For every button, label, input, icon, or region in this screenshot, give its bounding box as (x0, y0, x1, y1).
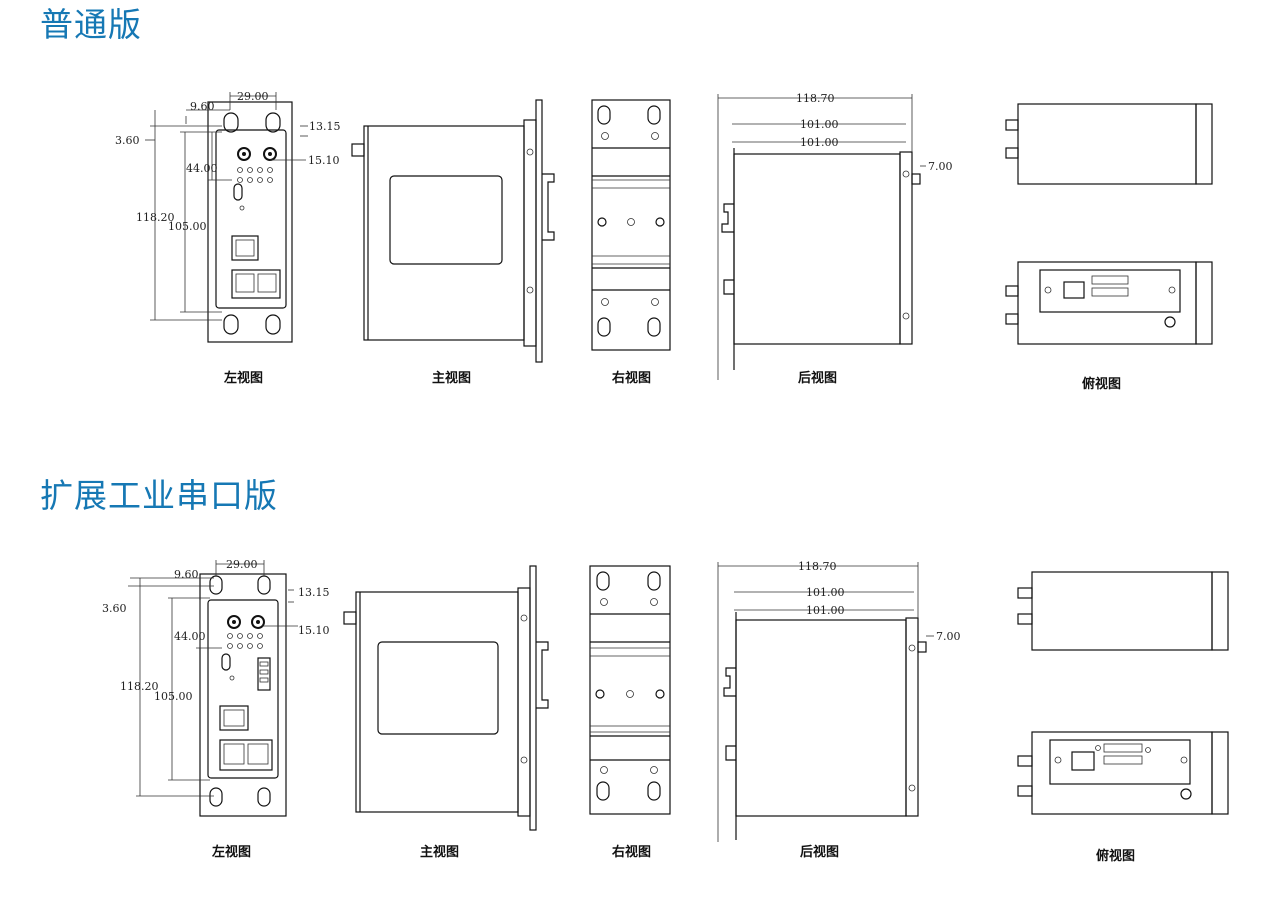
front-view: 主视图 (351, 99, 555, 386)
dim-101-b: 101.00 (800, 136, 839, 149)
dim-29: 29.00 (226, 558, 258, 571)
dim-15-10: 15.10 (308, 154, 340, 167)
dim-44: 44.00 (186, 162, 218, 175)
back-view: 118.70 101.00 101.00 7.00 后视图 (717, 92, 953, 386)
drawing-set-standard: 29.00 9.60 3.60 13.15 15.10 44.00 118.20… (0, 80, 1284, 440)
dim-9-60: 9.60 (190, 100, 215, 113)
dim-13-15: 13.15 (298, 586, 330, 599)
caption-back-view: 后视图 (800, 844, 839, 860)
right-view: 右视图 (591, 99, 671, 386)
dim-105: 105.00 (154, 690, 193, 703)
top-view: 俯视图 (1005, 103, 1213, 392)
dim-118-70: 118.70 (798, 560, 837, 573)
caption-top-view: 俯视图 (1096, 848, 1135, 864)
dim-3-60: 3.60 (115, 134, 140, 147)
left-view: 29.00 9.60 3.60 13.15 15.10 44.00 118.20… (115, 90, 341, 386)
dim-118-20: 118.20 (136, 211, 175, 224)
dim-118-20: 118.20 (120, 680, 159, 693)
caption-left-view: 左视图 (224, 370, 263, 386)
dim-101-b: 101.00 (806, 604, 845, 617)
front-view: 主视图 (343, 565, 549, 860)
back-view: 118.70 101.00 101.00 7.00 后视图 (717, 560, 961, 860)
caption-right-view: 右视图 (611, 844, 651, 860)
dim-101-a: 101.00 (800, 118, 839, 131)
section-title-standard: 普通版 (40, 5, 142, 44)
caption-back-view: 后视图 (798, 370, 837, 386)
section-title-serial: 扩展工业串口版 (40, 476, 278, 515)
dim-13-15: 13.15 (309, 120, 341, 133)
dim-3-60: 3.60 (102, 602, 127, 615)
dim-44: 44.00 (174, 630, 206, 643)
dim-105: 105.00 (168, 220, 207, 233)
dim-7: 7.00 (928, 160, 953, 173)
caption-left-view: 左视图 (212, 844, 251, 860)
left-view: 29.00 9.60 3.60 13.15 15.10 44.00 118.20… (102, 558, 330, 860)
dim-29: 29.00 (237, 90, 269, 103)
caption-front-view: 主视图 (420, 844, 459, 860)
dim-118-70: 118.70 (796, 92, 835, 105)
caption-top-view: 俯视图 (1082, 376, 1121, 392)
caption-right-view: 右视图 (611, 370, 651, 386)
caption-front-view: 主视图 (432, 370, 471, 386)
dim-101-a: 101.00 (806, 586, 845, 599)
right-view: 右视图 (589, 565, 671, 860)
dim-15-10: 15.10 (298, 624, 330, 637)
dim-7: 7.00 (936, 630, 961, 643)
drawing-set-serial: 29.00 9.60 3.60 13.15 15.10 44.00 118.20… (0, 548, 1284, 908)
dim-9-60: 9.60 (174, 568, 199, 581)
top-view: 俯视图 (1017, 571, 1229, 864)
